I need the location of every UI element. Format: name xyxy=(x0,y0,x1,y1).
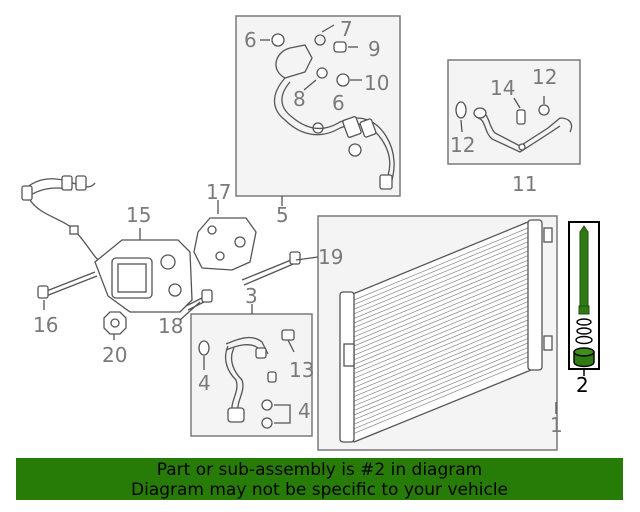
bracket-17 xyxy=(193,200,257,271)
callout-13: 13 xyxy=(289,358,314,382)
callout-2: 2 xyxy=(576,373,589,397)
box-11 xyxy=(447,59,581,165)
callout-1: 1 xyxy=(550,413,563,437)
o-ring-6 xyxy=(271,33,285,47)
callout-8: 8 xyxy=(293,87,306,111)
callout-4a: 4 xyxy=(198,371,211,395)
bolt-16 xyxy=(37,271,98,310)
valve-8 xyxy=(316,67,328,79)
group-3-tube-assembly xyxy=(190,304,313,437)
condenser-1 xyxy=(317,215,558,451)
nut-20 xyxy=(103,311,127,335)
callout-9: 9 xyxy=(368,37,381,61)
valve-7 xyxy=(314,34,326,46)
callout-16: 16 xyxy=(33,313,58,337)
callout-5: 5 xyxy=(276,203,289,227)
compressor-harness xyxy=(21,175,101,263)
callout-7: 7 xyxy=(340,17,353,41)
callout-6a: 6 xyxy=(244,28,257,52)
group-5-hose-assembly xyxy=(235,15,401,206)
bolt-18 xyxy=(185,289,213,311)
callout-19: 19 xyxy=(318,245,343,269)
cap-10 xyxy=(336,73,350,87)
callout-11: 11 xyxy=(512,172,537,196)
callout-18: 18 xyxy=(158,314,183,338)
stud-19 xyxy=(241,251,301,286)
callout-17: 17 xyxy=(206,180,231,204)
callout-20: 20 xyxy=(102,343,127,367)
valve-13 xyxy=(281,329,295,341)
compressor-15 xyxy=(94,228,193,313)
banner-line-1: Part or sub-assembly is #2 in diagram xyxy=(156,460,483,480)
desiccant-kit-2 xyxy=(568,221,600,376)
box-5 xyxy=(235,15,401,197)
callout-10: 10 xyxy=(364,71,389,95)
callout-12b: 12 xyxy=(450,133,475,157)
leader-lines xyxy=(113,24,463,370)
callout-12a: 12 xyxy=(532,65,557,89)
callout-6b: 6 xyxy=(332,91,345,115)
callout-3: 3 xyxy=(245,284,258,308)
o-ring-12b xyxy=(538,104,550,116)
group-11-tube-assembly xyxy=(447,59,581,165)
cap-9 xyxy=(333,41,347,53)
info-banner: Part or sub-assembly is #2 in diagram Di… xyxy=(16,458,623,500)
banner-line-2: Diagram may not be specific to your vehi… xyxy=(130,480,508,500)
callout-4b: 4 xyxy=(298,399,311,423)
valve-14 xyxy=(516,109,526,125)
o-ring-12a xyxy=(455,101,467,119)
callout-15: 15 xyxy=(126,203,151,227)
callout-14: 14 xyxy=(490,76,515,100)
